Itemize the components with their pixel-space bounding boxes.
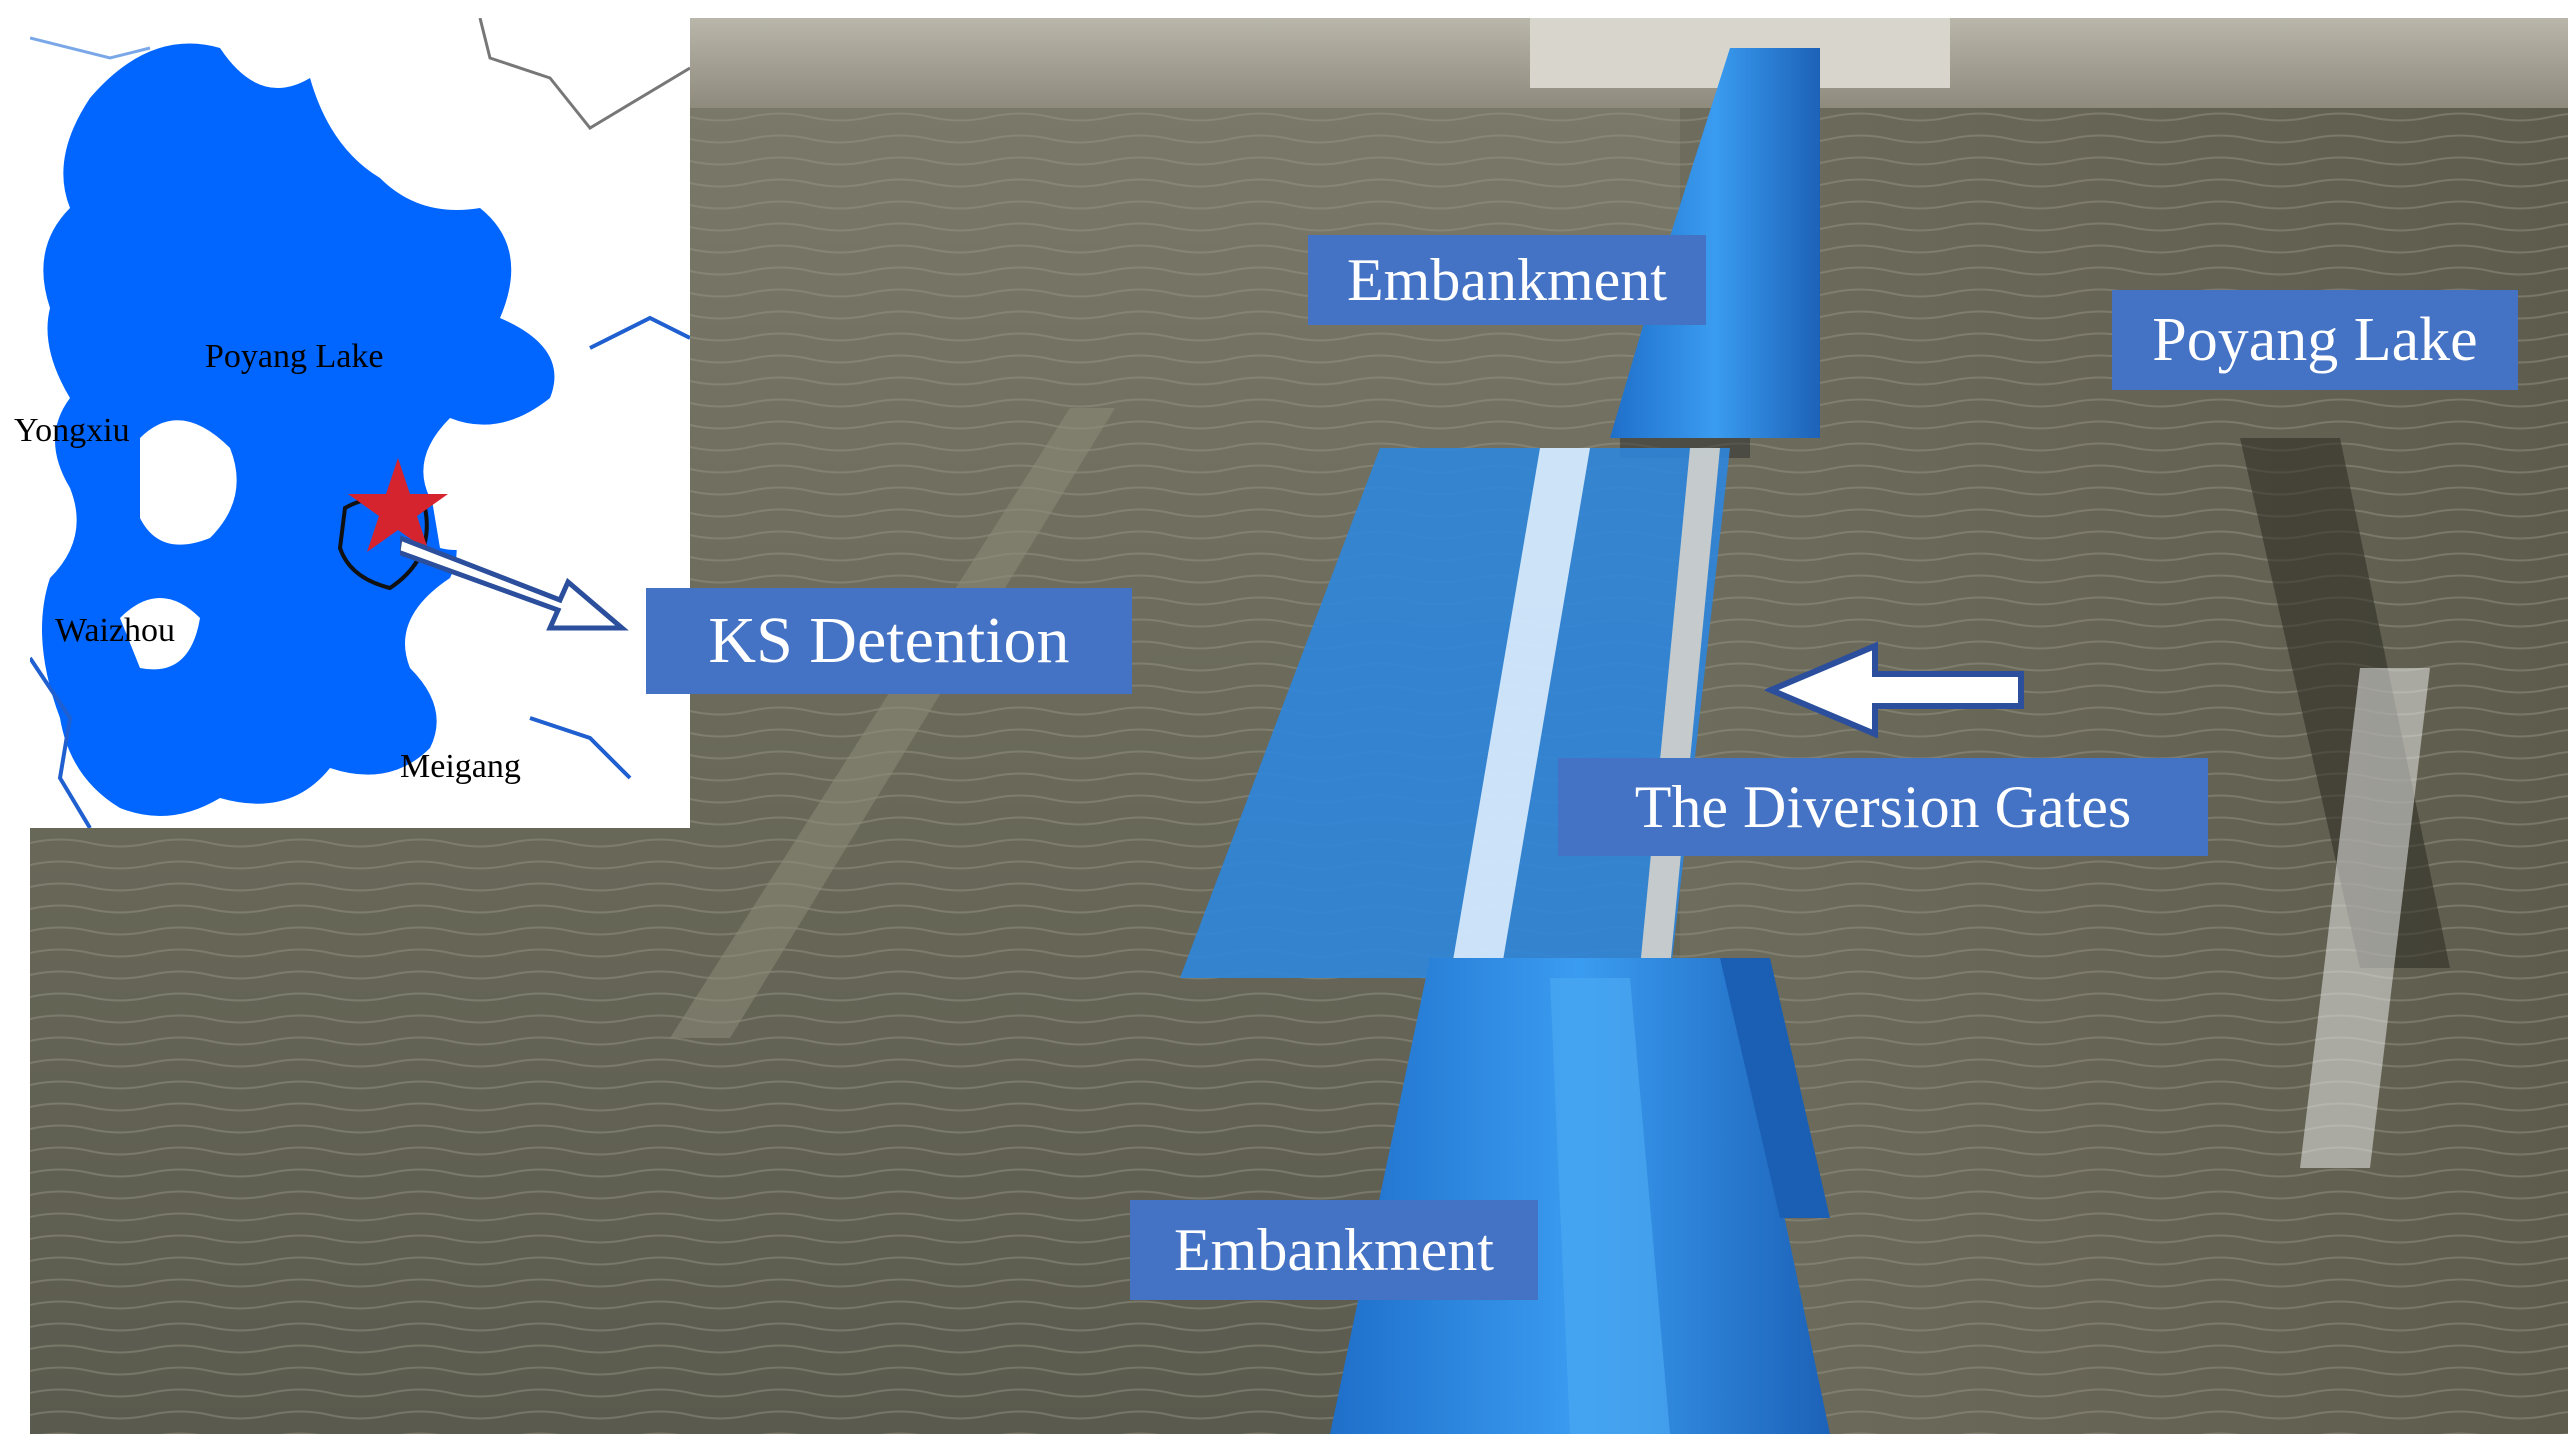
label-diversion-gates: The Diversion Gates [1558,758,2208,856]
inset-map [30,18,690,828]
label-ks-detention: KS Detention [646,588,1132,694]
arrow-left-icon [1765,641,2024,739]
label-poyang-lake: Poyang Lake [2112,290,2518,390]
map-label-meigang: Meigang [400,748,521,785]
map-label-yongxiu: Yongxiu [14,412,130,449]
map-label-waizhou: Waizhou [55,612,175,649]
label-embankment-bottom: Embankment [1130,1200,1538,1300]
arrow-right-icon [400,535,629,631]
label-embankment-top: Embankment [1308,235,1706,325]
star-marker-icon [348,458,448,552]
map-label-poyang-lake: Poyang Lake [205,338,384,375]
